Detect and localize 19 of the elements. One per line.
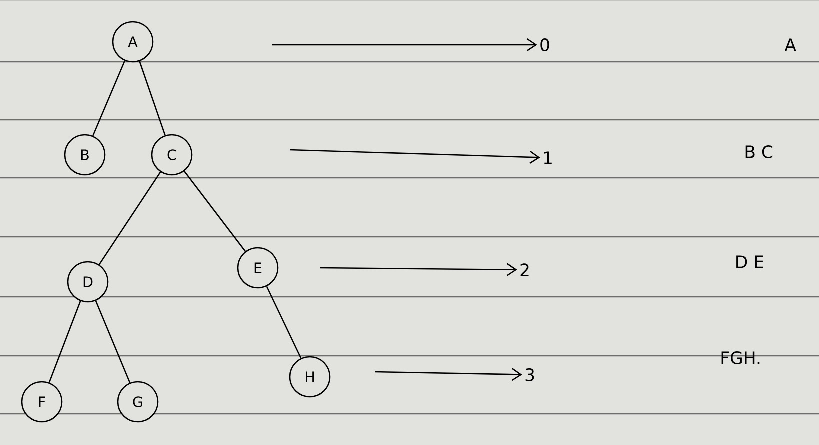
level-nodes-text: A — [784, 38, 796, 52]
level-number: 2 — [520, 264, 529, 276]
arrow — [290, 149, 540, 164]
tree-edge — [92, 60, 126, 136]
arrow — [375, 368, 522, 382]
arrow — [272, 38, 538, 52]
tree-edge — [48, 301, 82, 383]
tree-edge — [266, 286, 302, 359]
tree-edge — [95, 300, 131, 384]
level-number: 1 — [544, 152, 552, 164]
level-nodes-text: B C — [746, 145, 773, 158]
level-number: 3 — [526, 368, 534, 382]
tree-edge — [184, 171, 246, 252]
level-nodes-text: D E — [736, 256, 764, 268]
tree-edge — [139, 61, 166, 136]
arrow — [320, 263, 518, 276]
level-nodes-text: FGH. — [722, 351, 760, 364]
tree-edge — [98, 172, 162, 266]
level-number: 0 — [540, 38, 550, 52]
